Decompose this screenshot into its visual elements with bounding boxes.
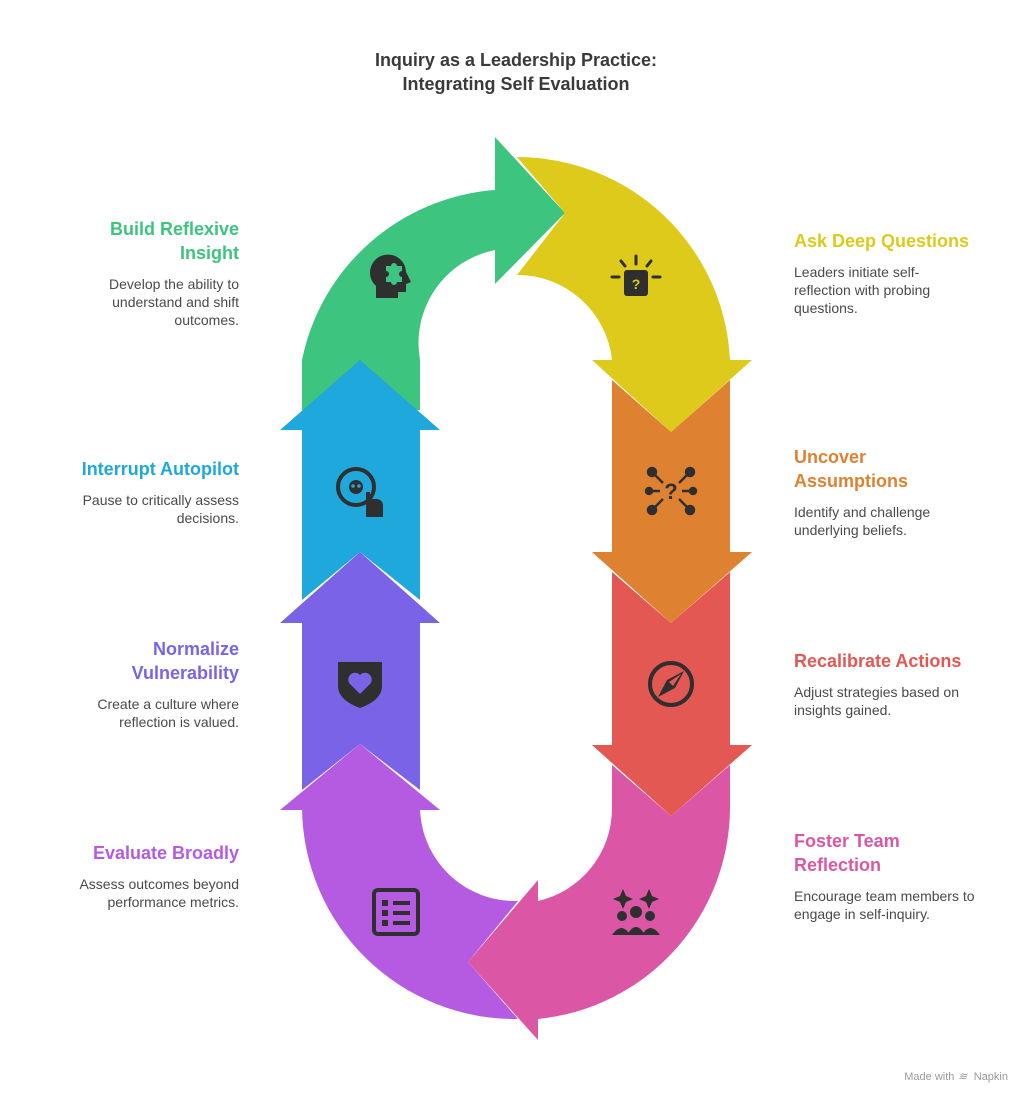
step-description: Adjust strategies based on insights gain… [794, 684, 959, 718]
step-build-reflexive-insight: Build Reflexive Insight Develop the abil… [24, 217, 239, 329]
step-evaluate-broadly: Evaluate Broadly Assess outcomes beyond … [24, 841, 239, 911]
team-sparkle-icon [612, 889, 660, 935]
step-interrupt-autopilot: Interrupt Autopilot Pause to critically … [24, 457, 239, 527]
footer-made-with: Made with [904, 1071, 955, 1083]
step-description: Leaders initiate self-reflection with pr… [794, 264, 931, 316]
arrow-evaluate [280, 744, 518, 1020]
arrow-build [302, 137, 565, 410]
step-foster-team-reflection: Foster Team Reflection Encourage team me… [794, 829, 1009, 923]
diagram-title: Inquiry as a Leadership Practice: Integr… [0, 48, 1032, 96]
step-description: Develop the ability to understand and sh… [109, 276, 239, 328]
step-title: Ask Deep Questions [794, 231, 970, 251]
step-normalize-vulnerability: Normalize Vulnerability Create a culture… [24, 637, 239, 731]
head-puzzle-icon [370, 254, 411, 298]
step-description: Identify and challenge underlying belief… [794, 504, 931, 538]
lightbulb-question-icon: ? [610, 254, 662, 296]
title-line-2: Integrating Self Evaluation [402, 74, 630, 94]
step-title: Evaluate Broadly [92, 843, 239, 863]
compass-icon [648, 661, 694, 707]
step-title: Interrupt Autopilot [81, 459, 239, 479]
arrow-recalibrate [592, 572, 752, 816]
heart-shield-icon [338, 662, 382, 708]
step-title: Recalibrate Actions [794, 651, 962, 671]
step-description: Pause to critically assess decisions. [82, 492, 239, 526]
arrow-foster [468, 765, 730, 1040]
step-title: Build Reflexive Insight [109, 219, 239, 263]
title-line-1: Inquiry as a Leadership Practice: [374, 50, 658, 70]
checklist-icon [372, 888, 420, 936]
step-ask-deep-questions: Ask Deep Questions Leaders initiate self… [794, 229, 1009, 317]
step-title: Uncover Assumptions [794, 447, 909, 491]
step-recalibrate-actions: Recalibrate Actions Adjust strategies ba… [794, 649, 1009, 719]
robot-click-icon [336, 467, 383, 517]
svg-text:?: ? [632, 276, 641, 292]
svg-text:?: ? [664, 479, 677, 504]
napkin-logo-icon: ≋ [957, 1071, 971, 1083]
step-description: Encourage team members to engage in self… [794, 888, 975, 922]
arrow-uncover [592, 380, 752, 623]
step-title: Foster Team Reflection [794, 831, 900, 875]
step-description: Assess outcomes beyond performance metri… [79, 876, 239, 910]
arrow-interrupt [280, 360, 440, 600]
made-with-footer: Made with ≋ Napkin [904, 1070, 1008, 1083]
step-uncover-assumptions: Uncover Assumptions Identify and challen… [794, 445, 1009, 539]
step-description: Create a culture where reflection is val… [97, 696, 239, 730]
network-question-icon: ? [644, 466, 698, 516]
step-title: Normalize Vulnerability [131, 639, 239, 683]
footer-brand: Napkin [973, 1071, 1008, 1083]
